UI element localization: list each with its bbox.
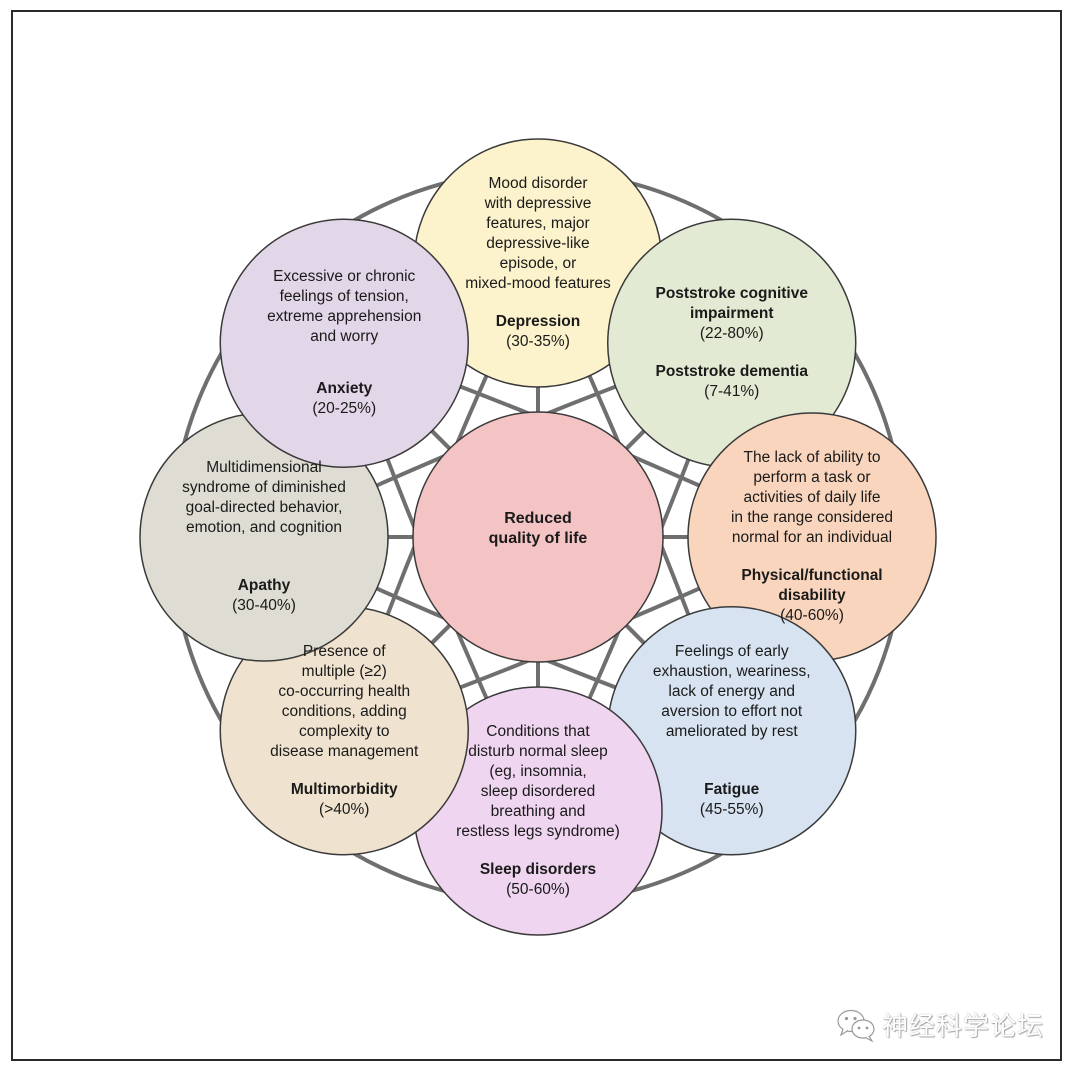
node-prevalence: (45-55%) [699,800,764,818]
node-description: Presence of multiple (≥2) co-occurring h… [270,642,419,760]
node-apathy: Multidimensional syndrome of diminished … [149,422,379,652]
wechat-icon [837,1009,875,1042]
node-prevalence: (30-35%) [506,333,570,350]
node-title: Poststroke cognitive impairment [655,285,808,323]
node-anxiety: Excessive or chronic feelings of tension… [229,228,459,458]
node-description: The lack of ability to perform a task or… [730,449,893,546]
node-sleep-disorders: Conditions that disturb normal sleep (eg… [423,696,653,926]
node-cognitive-impairment: Poststroke cognitive impairment (22-80%)… [617,228,847,458]
node-prevalence: (22-80%) [699,325,764,343]
node-title: Reduced quality of life [488,510,588,547]
node-prevalence: (50-60%) [506,881,570,898]
node-title: Depression [495,313,581,330]
watermark-text: 神经科学论坛 [881,1012,1044,1042]
node-depression: Mood disorder with depressive features, … [423,148,653,378]
node-prevalence-secondary: (7-41%) [704,383,760,401]
node-fatigue: Feelings of early exhaustion, weariness,… [617,616,847,846]
node-prevalence: (30-40%) [232,597,296,614]
node-circles [139,138,937,936]
circle-quality-of-life [412,411,664,663]
node-description: Multidimensional syndrome of diminished … [182,459,346,536]
node-title: Multimorbidity [290,780,398,798]
node-prevalence: (40-60%) [780,607,844,624]
node-description: Mood disorder with depressive features, … [465,175,611,292]
node-title: Apathy [237,577,291,594]
node-description: Excessive or chronic feelings of tension… [267,268,422,346]
node-title-secondary: Poststroke dementia [655,363,808,381]
node-prevalence: (20-25%) [312,400,377,418]
node-title: Physical/functional disability [741,567,883,604]
node-description: Conditions that disturb normal sleep (eg… [456,723,620,840]
node-physical-disability: The lack of ability to perform a task or… [697,422,927,652]
node-title: Anxiety [316,380,373,398]
circle-anxiety [219,218,470,469]
node-multimorbidity: Presence of multiple (≥2) co-occurring h… [229,616,459,846]
node-title: Fatigue [704,780,760,798]
watermark: 神经科学论坛 [836,1006,1044,1043]
node-prevalence: (>40%) [319,800,370,818]
node-description: Feelings of early exhaustion, weariness,… [652,642,811,740]
node-quality-of-life: Reduced quality of life [428,489,648,569]
node-title: Sleep disorders [479,861,597,878]
